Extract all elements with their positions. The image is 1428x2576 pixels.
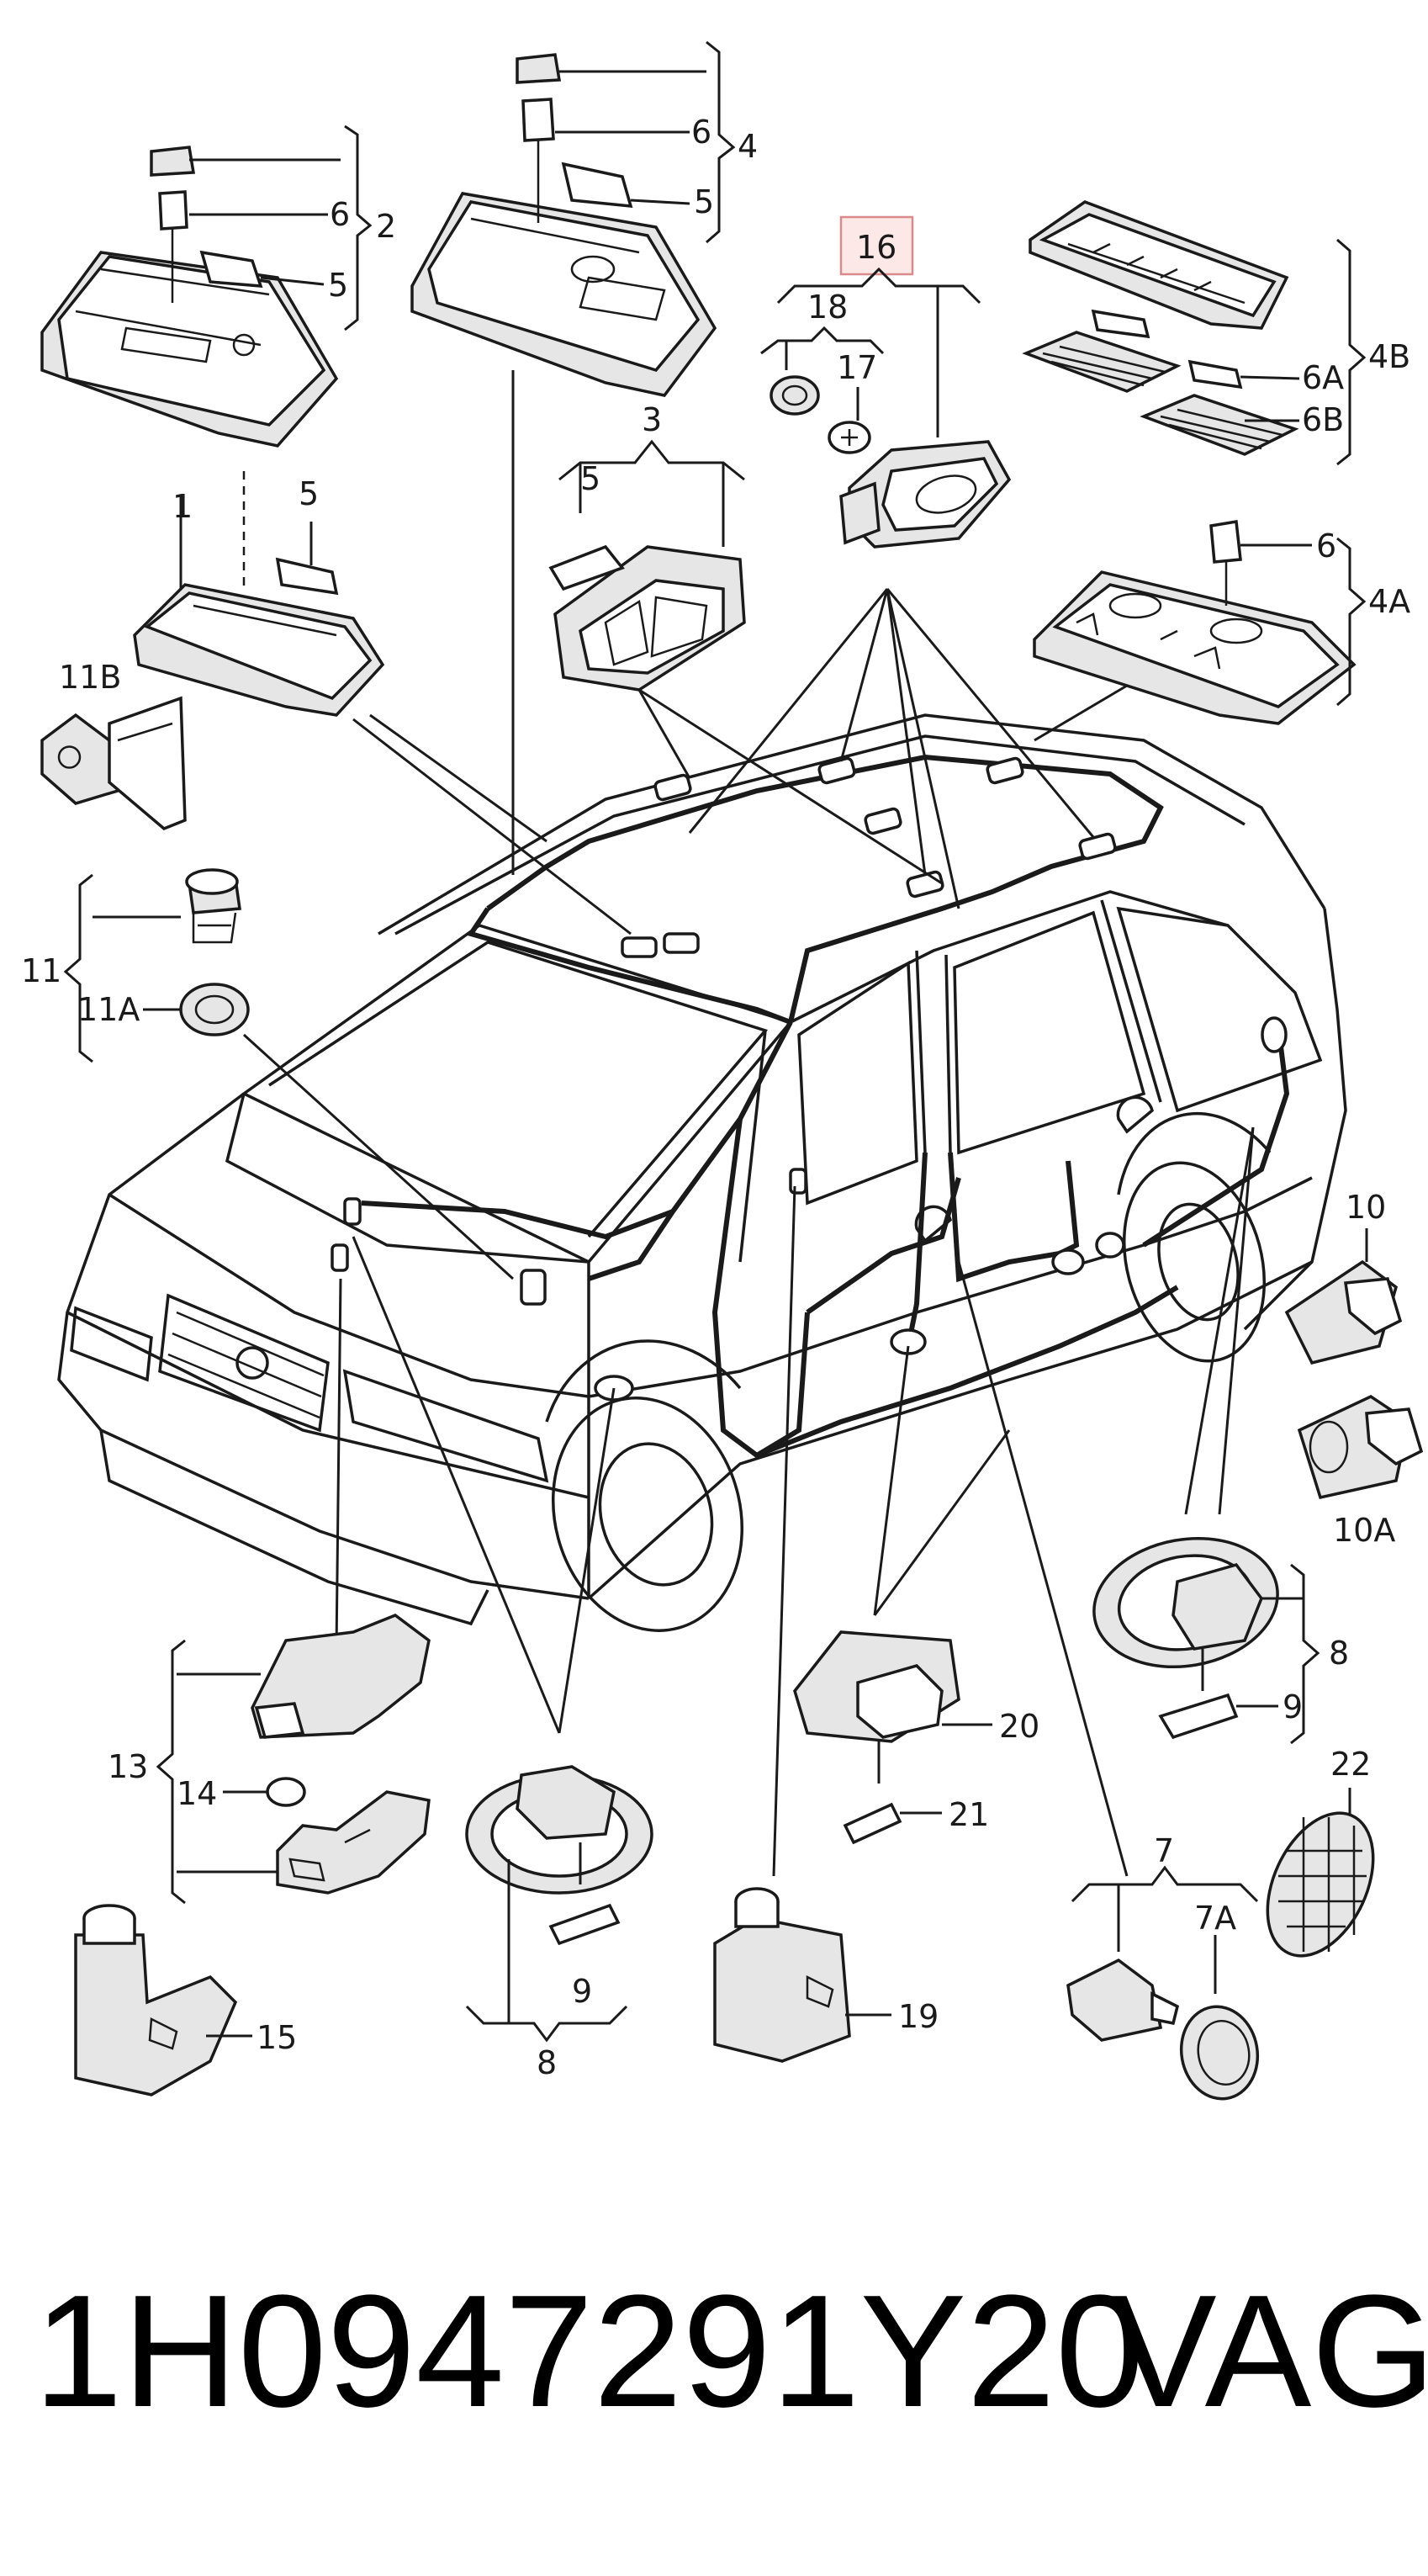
bracket-4B: [1336, 238, 1367, 466]
brand-name: VAG: [1110, 2262, 1428, 2441]
label-5a: 5: [328, 267, 348, 304]
part-number: 1H0947291Y20: [34, 2262, 1145, 2441]
label-16-highlight: [839, 215, 914, 276]
part-10A-lamp: [1297, 1394, 1424, 1500]
part-4-interior-light: [410, 192, 717, 397]
label-5d: 5: [580, 460, 600, 497]
bracket-4: [706, 40, 736, 244]
leader-lines: [335, 588, 1255, 1877]
part-11A-grommet: [179, 983, 250, 1036]
bulb-9-center: [548, 1903, 621, 1946]
label-3: 3: [642, 401, 662, 438]
bulb-5-part-3: [548, 544, 625, 591]
bracket-8-center: [465, 2005, 628, 2043]
label-10A: 10A: [1333, 1512, 1395, 1549]
part-18-bulb-holder: [770, 375, 820, 416]
labels: 1 2 3 4 4A 4B 5 5 5 5 6 6 6 6A 6B 7 7A 8…: [21, 114, 1410, 2081]
bulb-9-right: [1158, 1693, 1278, 1740]
part-3-reading-light: [553, 545, 746, 692]
bulb-cap-4: [516, 53, 562, 223]
label-19: 19: [898, 1998, 939, 2035]
label-10: 10: [1346, 1189, 1386, 1226]
part-15-switch: [74, 1904, 238, 2096]
leader-4A-car: [1034, 684, 1128, 742]
label-5b: 5: [694, 183, 714, 220]
part-2-interior-light: [40, 251, 339, 448]
label-11: 11: [21, 952, 61, 989]
label-14: 14: [177, 1775, 217, 1812]
bulb-5-top-center: [561, 162, 690, 208]
label-8a: 8: [1329, 1635, 1349, 1672]
label-15: 15: [257, 2019, 297, 2056]
part-19-switch: [713, 1887, 851, 2063]
bracket-8-right: [1290, 1563, 1320, 1745]
label-5c: 5: [299, 475, 319, 512]
part-7A-cap: [1179, 2005, 1260, 2101]
part-6A-pad: [1022, 331, 1182, 393]
bracket-18: [760, 326, 885, 355]
label-11B: 11B: [59, 659, 121, 696]
label-6c: 6: [1316, 527, 1336, 564]
part-11B-clip: [40, 696, 187, 831]
wiring-harness: [361, 754, 1290, 1459]
label-7A: 7A: [1194, 1900, 1236, 1937]
label-9b: 9: [572, 1973, 592, 2010]
label-6b: 6: [691, 114, 711, 151]
car-body: [57, 713, 1347, 1632]
label-4A: 4A: [1368, 583, 1410, 620]
part-4B-lens: [1029, 200, 1289, 330]
bracket-16: [776, 267, 981, 305]
label-22: 22: [1330, 1746, 1371, 1783]
label-11A: 11A: [77, 991, 140, 1028]
label-21: 21: [949, 1796, 989, 1833]
label-18: 18: [807, 289, 848, 326]
label-20: 20: [999, 1708, 1039, 1745]
part-6B-pad: [1140, 394, 1299, 456]
bulb-cap-2: [150, 146, 196, 303]
part-8-lamp-right: [1092, 1536, 1279, 1669]
label-6a: 6: [330, 196, 350, 233]
bulb-between-4B: [1091, 309, 1150, 339]
bracket-11: [63, 873, 93, 1063]
label-9a: 9: [1283, 1688, 1303, 1725]
part-8-lamp-center: [465, 1765, 653, 1895]
part-1-interior-light: [133, 583, 385, 717]
part-20-lamp: [793, 1630, 960, 1743]
footer: 1H0947291Y20 VAG: [0, 2271, 1428, 2490]
bulb-21: [843, 1802, 942, 1845]
part-4A-housing: [1033, 570, 1357, 725]
part-16-switch: [839, 440, 1012, 549]
label-7: 7: [1154, 1832, 1174, 1869]
label-8b: 8: [537, 2044, 557, 2081]
bracket-7: [1071, 1865, 1259, 1903]
bracket-13: [156, 1639, 186, 1905]
bulb-cap-4A: [1209, 519, 1242, 606]
parts-diagram: 1 2 3 4 4A 4B 5 5 5 5 6 6 6 6A 6B 7 7A 8…: [21, 40, 1424, 2101]
label-13: 13: [108, 1748, 148, 1785]
bracket-2: [344, 125, 373, 331]
car-connectors: [331, 756, 1288, 1402]
label-6A: 6A: [1302, 359, 1344, 396]
label-17: 17: [837, 349, 877, 386]
label-4B: 4B: [1368, 338, 1410, 375]
bulb-5-part-1: [275, 522, 339, 596]
part-22-mesh: [1266, 1811, 1375, 1958]
part-17-bulb: [828, 421, 871, 454]
label-4: 4: [738, 128, 758, 165]
part-7-socket: [1066, 1958, 1180, 2042]
label-1: 1: [172, 488, 193, 525]
part-13-switch-upper: [251, 1614, 431, 1739]
bulb-6A: [1187, 359, 1300, 390]
part-11-light: [185, 868, 241, 944]
part-10-lamp: [1284, 1259, 1403, 1365]
leader-11-car: [242, 1033, 515, 1280]
label-2: 2: [376, 208, 396, 245]
part-13-switch-lower: [276, 1790, 431, 1895]
bracket-4A: [1336, 537, 1367, 707]
part-14-bulb: [223, 1777, 306, 1807]
bulb-5-top-left: [199, 250, 325, 288]
label-6B: 6B: [1302, 401, 1344, 438]
label-16: 16: [856, 229, 896, 266]
